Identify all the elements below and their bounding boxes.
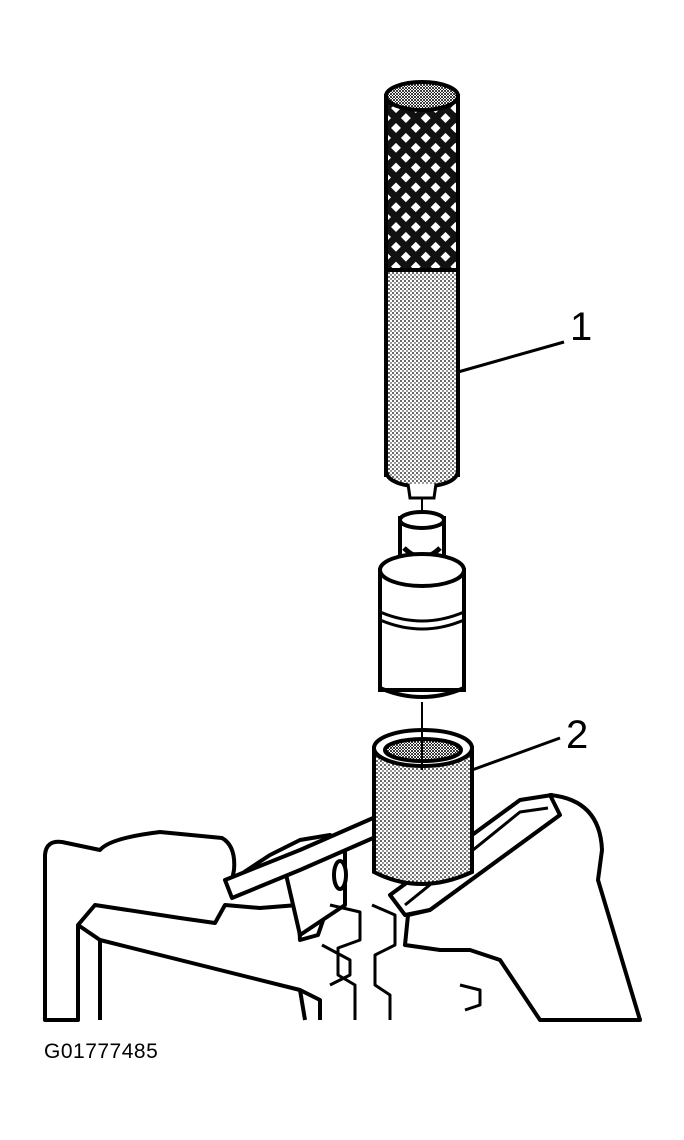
bench-vise (43, 793, 642, 1022)
vise-screw-right (371, 903, 397, 1020)
vise-slot (332, 859, 348, 891)
handle-top-end (384, 80, 460, 112)
figure-id: G01777485 (44, 1040, 159, 1063)
lifter-plunger-top (398, 510, 446, 530)
callout-1: 1 (570, 305, 592, 349)
vise-screw-left (329, 903, 362, 1020)
vise-step-left (321, 943, 352, 987)
leader-line-1 (457, 340, 565, 374)
handle-tip (406, 483, 438, 500)
lifter-band (379, 610, 465, 631)
cup-body (372, 746, 474, 886)
callout-2: 2 (566, 713, 588, 757)
lifter-assembly (378, 510, 466, 738)
handle-shaft-body (384, 268, 460, 477)
handle-knurled-grip (384, 94, 460, 278)
vise-base-3 (298, 989, 307, 1021)
leader-line-2 (471, 736, 561, 772)
receiver-cup (372, 728, 474, 886)
lifter-body-top (378, 552, 466, 588)
driver-handle (384, 80, 460, 540)
lifter-body-bottom (379, 686, 465, 699)
vise-step-right (459, 983, 482, 1012)
vise-base (76, 923, 322, 1020)
vise-right-body (403, 793, 642, 1022)
